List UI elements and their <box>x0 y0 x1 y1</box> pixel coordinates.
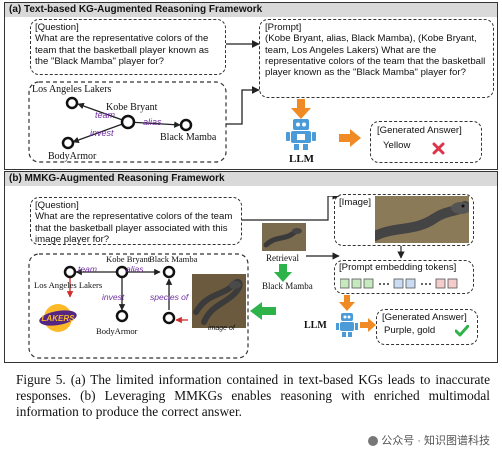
panel-b-embedding-label: [Prompt embedding tokens] <box>339 262 457 273</box>
label-black-mamba-a: Black Mamba <box>160 132 217 143</box>
panel-b-question-box: [Question] What are the representative c… <box>30 197 242 245</box>
panel-a-down-arrow <box>291 99 311 119</box>
panel-b-answer-label: [Generated Answer] <box>382 312 467 323</box>
panel-a-prompt-text: (Kobe Bryant, alias, Black Mamba), (Kobe… <box>265 33 486 79</box>
node-image-b <box>162 311 176 325</box>
lakers-logo-icon: LAKERS <box>39 304 77 332</box>
panel-a-prompt-label: [Prompt] <box>265 22 302 33</box>
snake-photo-large <box>375 196 469 243</box>
node-bodyarmor-a <box>61 136 75 150</box>
label-bodyarmor-a: BodyArmor <box>48 151 97 162</box>
node-kobe-b <box>115 265 129 279</box>
check-icon <box>455 325 469 337</box>
watermark-text: 公众号 · 知识图谱科技 <box>381 435 490 447</box>
panel-a-answer-box: [Generated Answer] Yellow <box>370 121 482 163</box>
panel-a-prompt-box: [Prompt] (Kobe Bryant, alias, Black Mamb… <box>259 19 494 98</box>
llm-label-b: LLM <box>304 320 327 331</box>
lakers-logo-text: LAKERS <box>42 314 76 323</box>
node-bodyarmor-b <box>115 309 129 323</box>
llm-robot-icon-b <box>336 313 358 337</box>
panel-a-flow-arrows <box>226 40 260 125</box>
panel-b-question-label: [Question] <box>35 200 79 211</box>
panel-a: (a) Text-based KG-Augmented Reasoning Fr… <box>4 2 498 170</box>
panel-a-answer-text: Yellow <box>383 140 411 152</box>
cross-icon <box>432 142 445 155</box>
label-bodyarmor-b: BodyArmor <box>96 326 138 336</box>
panel-b: (b) MMKG-Augmented Reasoning Framework <box>4 171 498 363</box>
node-kobe-a <box>120 114 136 130</box>
panel-a-question-box: [Question] What are the representative c… <box>30 19 226 75</box>
retrieved-node-label: Black Mamba <box>262 281 313 291</box>
edge-team-a: team <box>95 110 116 120</box>
panel-b-title: (b) MMKG-Augmented Reasoning Framework <box>5 172 497 186</box>
panel-b-right-arrow <box>360 318 376 332</box>
edge-invest-a: invest <box>90 128 114 138</box>
panel-a-question-text: What are the representative colors of th… <box>35 33 209 67</box>
label-lakers-a: Los Angeles Lakers <box>32 84 112 95</box>
retrieval-down-arrow <box>274 264 292 282</box>
snake-photo-small <box>192 274 246 328</box>
panel-b-image-box: [Image] <box>334 194 474 246</box>
image-to-embedding-arrow <box>397 246 405 259</box>
edge-alias-a: alias <box>143 117 162 127</box>
watermark: 公众号 · 知识图谱科技 <box>368 432 490 448</box>
panel-b-image-label: [Image] <box>339 197 371 208</box>
llm-label-a: LLM <box>289 153 315 165</box>
label-black-mamba-b: Black Mamba <box>149 254 198 264</box>
panel-b-flow-arrows <box>242 196 340 260</box>
panel-a-right-arrow <box>339 129 361 147</box>
label-kobe-b: Kobe Bryant <box>106 254 151 264</box>
label-lakers-b: Los Angeles Lakers <box>34 280 103 290</box>
retrieval-photo <box>262 223 306 251</box>
panel-b-question-text: What are the representative colors of th… <box>35 211 233 245</box>
edge-team-b: team <box>78 264 97 274</box>
wechat-icon <box>368 436 379 447</box>
panel-b-embedding-box: [Prompt embedding tokens] <box>334 260 474 294</box>
node-black-mamba-b <box>162 265 176 279</box>
node-lakers-a <box>65 96 79 110</box>
panel-b-answer-text: Purple, gold <box>384 325 436 337</box>
edge-species-of-b: species of <box>150 292 189 302</box>
node-black-mamba-a <box>179 118 193 132</box>
figure-caption: Figure 5. (a) The limited information co… <box>16 372 490 419</box>
label-kobe-a: Kobe Bryant <box>106 102 158 113</box>
panel-a-title: (a) Text-based KG-Augmented Reasoning Fr… <box>5 3 497 17</box>
panel-a-answer-label: [Generated Answer] <box>377 125 462 136</box>
retrieval-label: Retrieval <box>266 253 299 263</box>
edge-alias-b: alias <box>126 264 144 274</box>
panel-b-down-arrow <box>339 295 355 311</box>
edge-image-of-b: image of <box>208 325 235 332</box>
panel-b-answer-box: [Generated Answer] Purple, gold <box>376 309 478 345</box>
node-lakers-b <box>63 265 77 279</box>
edge-invest-b: invest <box>102 292 125 302</box>
panel-a-question-label: [Question] <box>35 22 79 33</box>
panel-a-kg-graph <box>28 81 227 163</box>
embedding-tokens <box>340 278 458 289</box>
retrieval-left-arrow <box>250 302 276 320</box>
panel-b-kg-graph: LAKERS <box>28 253 249 359</box>
llm-robot-icon-a <box>286 119 316 150</box>
